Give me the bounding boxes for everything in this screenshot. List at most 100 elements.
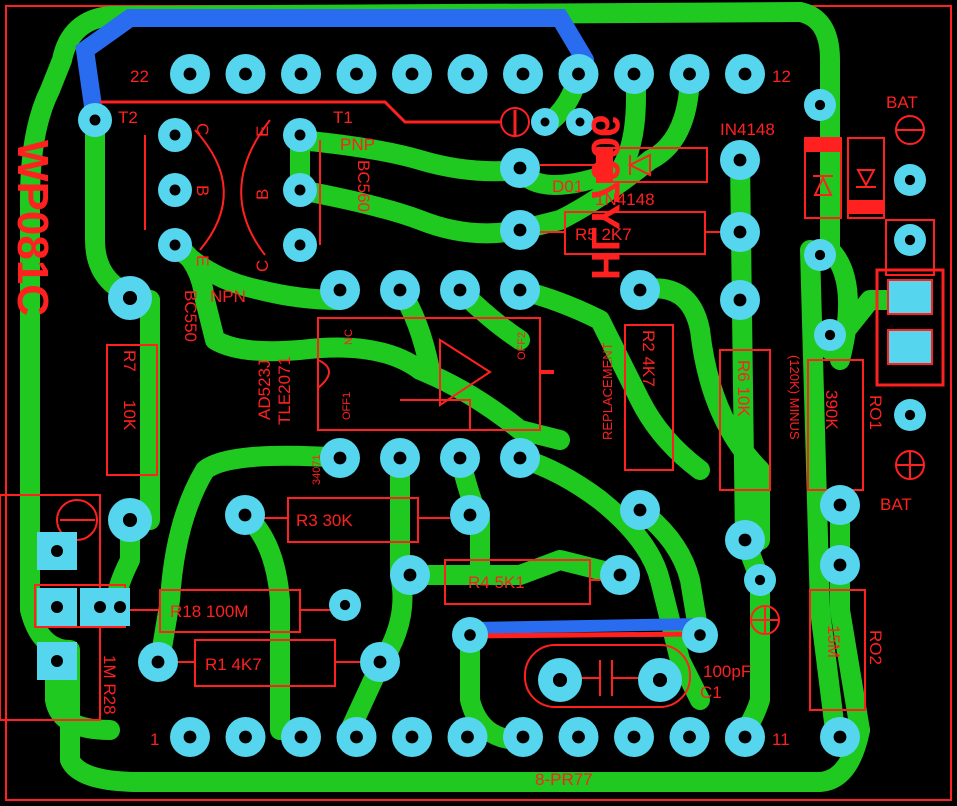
pad-hole: [814, 99, 826, 111]
d01-label: D01: [552, 177, 583, 196]
ic-off1: OFF1: [341, 392, 353, 420]
opamp-symbol: [439, 338, 492, 407]
pad-hole: [393, 451, 407, 465]
pad-hole: [833, 730, 847, 744]
r3-body: [287, 497, 419, 543]
part-number: HLY7006: [583, 115, 627, 280]
pad-hole: [738, 67, 752, 81]
pad-hole: [738, 730, 752, 744]
pad-hole: [683, 67, 696, 81]
t1-outline: [240, 119, 271, 256]
c1-value: 100pF: [703, 662, 751, 681]
t1-type: PNP: [340, 135, 375, 154]
pad-hole: [904, 409, 916, 421]
pad-hole: [169, 184, 181, 196]
r7-body: [106, 344, 158, 476]
pads: [78, 54, 926, 757]
pad-hole: [183, 730, 197, 744]
pad-hole: [540, 117, 550, 127]
r4-label: R4 5K1: [468, 573, 525, 592]
ro1-value: 390K: [822, 390, 841, 430]
ro1-note: (120K) MINUS: [787, 355, 802, 440]
pad-hole: [294, 239, 306, 251]
ic-part2: TLE2071: [275, 356, 294, 425]
pad-hole: [694, 629, 706, 641]
connector-pin-first: 22: [130, 67, 149, 86]
pad-hole: [333, 283, 347, 297]
r4-body: [444, 559, 591, 605]
d01-part: 1N4148: [595, 190, 655, 209]
pad-hole: [403, 568, 417, 582]
pad-hole: [733, 153, 747, 167]
ro2-label: RO2: [866, 630, 885, 665]
pad-hole: [463, 508, 477, 522]
pad-hole: [904, 174, 916, 186]
pad-hole: [183, 67, 197, 81]
r5-label: R5 2K7: [575, 225, 632, 244]
diode-symbols: [627, 153, 876, 196]
t2-pin-c: C: [193, 123, 212, 135]
battery-connector-pads: [887, 279, 933, 365]
pad-hole: [575, 117, 585, 127]
pad-hole: [572, 730, 585, 744]
c1-label: C1: [700, 683, 722, 702]
c1-body: [524, 644, 691, 708]
pad-hole: [572, 67, 585, 81]
pad-hole: [239, 67, 252, 81]
diode-right-body: [847, 137, 885, 219]
pad-hole: [453, 283, 467, 297]
pad-hole: [733, 225, 747, 239]
ro2-value: 15M: [824, 625, 843, 658]
r18-label: R18 100M: [170, 602, 248, 621]
jumper-wires: [75, 8, 706, 634]
r6-label: R6 10K: [734, 360, 753, 417]
r7-label: R7: [120, 350, 139, 372]
pad-hole: [513, 223, 527, 237]
ic-part3: 34071: [311, 454, 323, 485]
t2-pin-b: B: [193, 185, 212, 196]
pad-hole: [464, 629, 476, 641]
ro2-body: [809, 589, 866, 711]
pad-hole: [627, 67, 641, 81]
t2-outline: [194, 129, 225, 251]
pad-hole: [824, 329, 836, 341]
pad-hole: [513, 283, 527, 297]
bat-plus-circle: [895, 450, 925, 480]
ic-nc: NC: [343, 329, 355, 345]
pad-hole: [122, 512, 138, 528]
r1-label: R1 4K7: [205, 655, 262, 674]
r2-body: [624, 324, 674, 471]
r28-square-pads: [37, 532, 130, 680]
pad-hole: [652, 672, 668, 688]
r28-pad-holes: [51, 545, 126, 667]
pad-hole: [405, 67, 419, 81]
pad-hole: [89, 114, 101, 126]
pad-hole: [833, 498, 847, 512]
pad-hole: [294, 730, 308, 744]
pad-hole: [516, 67, 530, 81]
pad-hole: [405, 730, 419, 744]
connector-bottom-first: 1: [150, 730, 159, 749]
bat-connector-outline: [875, 268, 945, 387]
pad-hole: [627, 730, 641, 744]
pad-hole: [754, 574, 766, 586]
pad-hole: [169, 129, 181, 141]
pad-hole: [552, 672, 568, 688]
part-subtitle: REPLACEMENT: [600, 342, 615, 440]
ro1-label: RO1: [866, 395, 885, 430]
pad-hole: [122, 290, 138, 306]
pad-hole: [814, 249, 826, 261]
board-title: WP081C: [8, 140, 57, 316]
pad-hole: [733, 293, 747, 307]
connector-bottom-last: 11: [772, 730, 790, 749]
diode-bands: [540, 138, 884, 374]
footer-code: 8-PR77: [535, 770, 593, 789]
pad-hole: [151, 655, 165, 669]
pad-hole: [294, 184, 306, 196]
pad-hole: [613, 568, 627, 582]
r6-body: [719, 349, 771, 491]
pad-hole: [373, 655, 387, 669]
t2-ref: T2: [118, 108, 138, 127]
silk-minus-circle: [500, 107, 530, 137]
